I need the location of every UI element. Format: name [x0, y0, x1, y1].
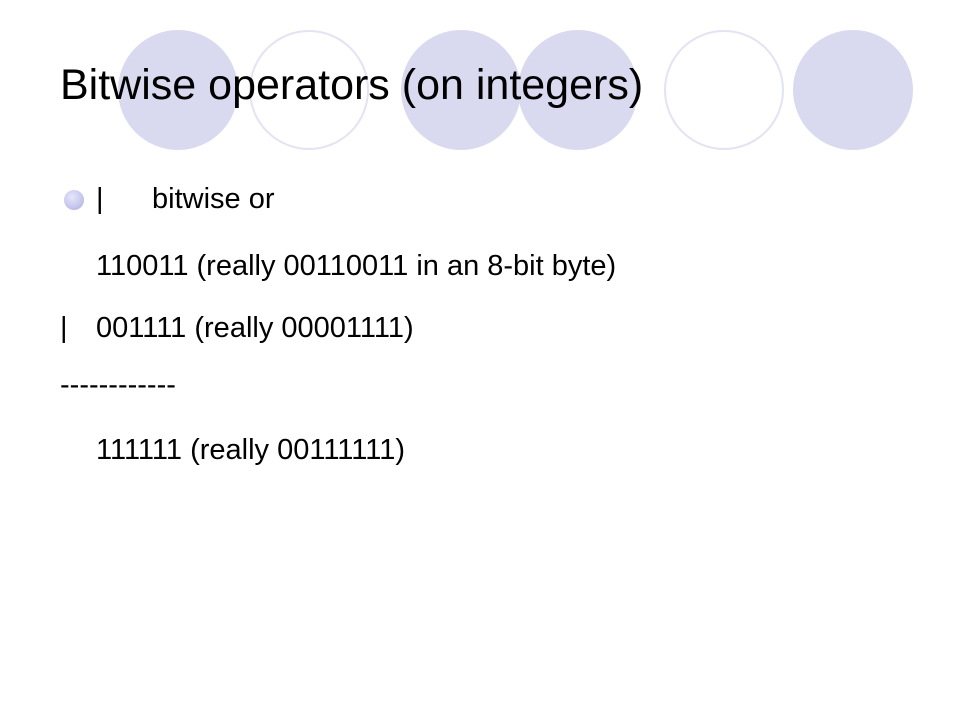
operand-line-1: 110011 (really 00110011 in an 8-bit byte… [96, 250, 617, 282]
separator-rule: ------------ [60, 369, 176, 401]
operand-operator: | [60, 312, 68, 344]
operand-line-2: | 001111 (really 00001111) [60, 314, 414, 343]
slide-title: Bitwise operators (on integers) [60, 61, 644, 109]
bullet-dot-icon [64, 190, 84, 210]
operand-text: 001111 (really 00001111) [96, 312, 414, 344]
bullet-line: | bitwise or [96, 185, 275, 214]
bullet-text: bitwise or [152, 183, 275, 215]
ring-circle-1 [249, 30, 369, 150]
decorative-circles [118, 30, 913, 150]
ring-circle-2 [664, 30, 784, 150]
filled-circle-1 [118, 30, 238, 150]
bullet-operator: | [96, 183, 104, 215]
result-line: 111111 (really 00111111) [96, 434, 406, 466]
filled-circle-3 [518, 30, 638, 150]
filled-circle-4 [793, 30, 913, 150]
filled-circle-2 [401, 30, 521, 150]
